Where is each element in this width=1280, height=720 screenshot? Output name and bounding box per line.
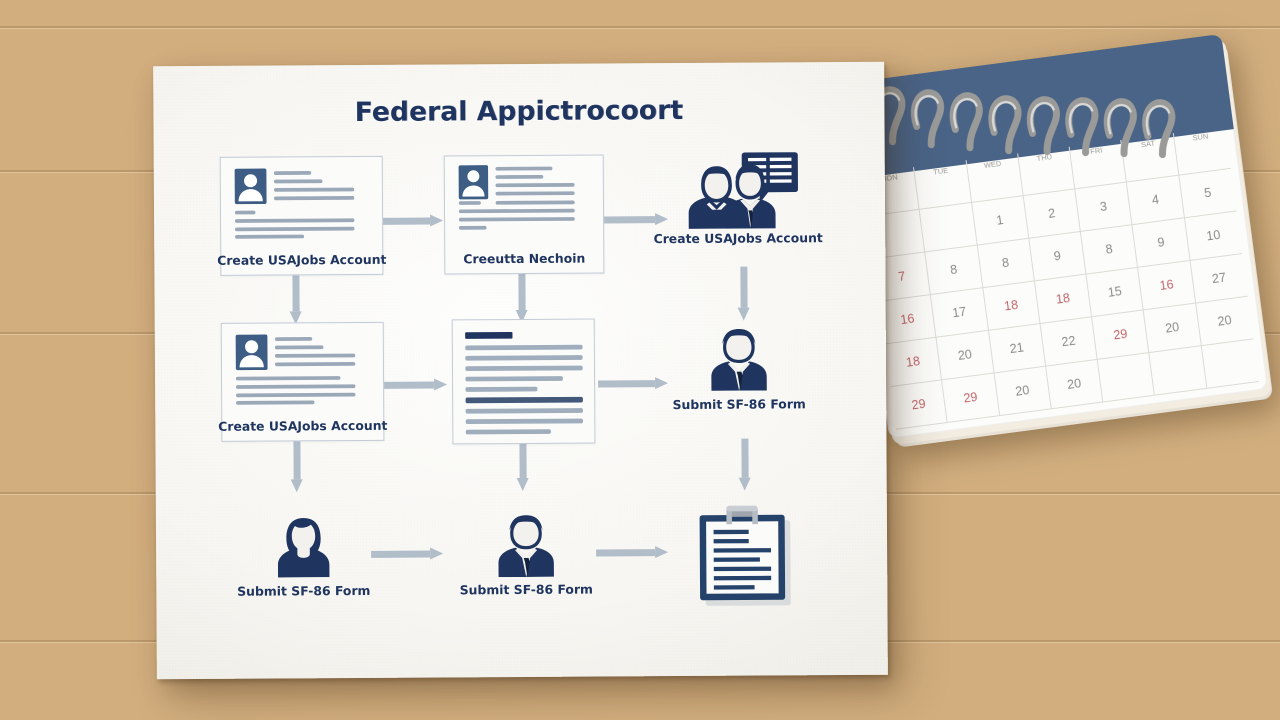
calendar-date-cell: 4 [1127,175,1185,226]
clipboard-icon [699,505,791,606]
calendar-date-cell: 5 [1179,168,1237,219]
calendar-date-cell: 15 [1086,267,1145,318]
node-n3[interactable]: Create USAJobs Account [654,150,823,271]
calendar-date-cell [919,202,978,253]
arrow-n3-n6 [737,266,750,321]
node-n9[interactable] [679,499,808,618]
id-card-resume-icon [235,334,356,405]
calendar-date-cell: 8 [925,245,983,295]
calendar-date-cell: 18 [884,337,943,388]
document-lines-icon [465,331,584,435]
two-people-chat-icon [688,152,798,229]
node-label: Create USAJobs Account [653,230,823,247]
arrow-n1-n4 [289,274,302,325]
node-n4[interactable]: Create USAJobs Account [218,321,387,442]
calendar-date-cell: 9 [1132,218,1191,268]
calendar-date-cell: 17 [931,288,989,338]
calendar-date-cell: 22 [1040,317,1098,367]
calendar-date-cell: 9 [1029,231,1087,282]
node-label: Submit SF-86 Form [237,582,371,599]
calendar-date-cell: 10 [1184,211,1243,261]
arrow-n4-n5 [383,378,448,391]
paper-sheet: Federal Appictrocoort [153,61,888,680]
id-card-resume-icon [458,165,575,230]
arrow-n6-n9 [738,438,751,491]
calendar-date-cell: 29 [890,380,948,430]
calendar-date-cell [1149,346,1208,396]
calendar-date-cell: 18 [1034,274,1093,324]
calendar-date-cell: 20 [1046,359,1104,410]
calendar-date-cell: 29 [1092,310,1150,360]
businessman-icon [498,515,554,578]
node-label: Create USAJobs Account [217,251,387,268]
wood-plank-seam [0,26,1280,28]
node-label: Submit SF-86 Form [672,396,806,413]
calendar-date-cell: 16 [879,294,937,345]
arrow-n8-n9 [596,546,669,559]
calendar-date-cell: 20 [1144,303,1202,353]
calendar-date-cell: 16 [1138,260,1196,311]
node-label: Creeutta Nechoin [463,250,586,267]
businessman-icon [711,328,767,391]
calendar-date-cell [1097,352,1156,403]
arrow-n2-n5 [515,272,528,324]
calendar-date-cell: 21 [988,323,1047,374]
node-n6[interactable]: Submit SF-86 Form [673,320,806,439]
arrow-n5-n8 [516,438,529,492]
calendar-date-cell [1201,339,1259,389]
calendar-date-cell: 29 [942,373,1000,423]
woman-avatar-icon [277,518,330,578]
node-label: Create USAJobs Account [218,417,388,434]
calendar-date-cell: 20 [994,366,1052,417]
calendar-date-cell: 20 [1195,296,1254,347]
node-label: Submit SF-86 Form [459,581,593,598]
calendar-date-cell: 2 [1023,189,1082,239]
calendar-date-cell: 8 [977,238,1035,289]
arrow-n4-n7 [290,440,303,493]
node-n5[interactable] [451,318,596,445]
calendar-date-cell: 27 [1190,254,1248,304]
calendar-date-cell: 3 [1075,182,1133,232]
node-n8[interactable]: Submit SF-86 Form [446,506,607,622]
node-n1[interactable]: Create USAJobs Account [217,155,386,276]
id-card-resume-icon [234,168,355,239]
calendar-date-cell: 20 [936,330,995,381]
arrow-n1-n2 [379,214,444,227]
arrow-n2-n3 [604,213,669,226]
flowchart: Create USAJobs Account [153,62,888,679]
calendar-date-cell: 18 [982,281,1041,331]
node-n7[interactable]: Submit SF-86 Form [222,508,386,624]
node-n2[interactable]: Creeutta Nechoin [443,154,605,275]
calendar-date-cell: 8 [1081,225,1139,275]
arrow-n5-n6 [598,377,669,390]
calendar-date-cell: 1 [971,196,1030,246]
